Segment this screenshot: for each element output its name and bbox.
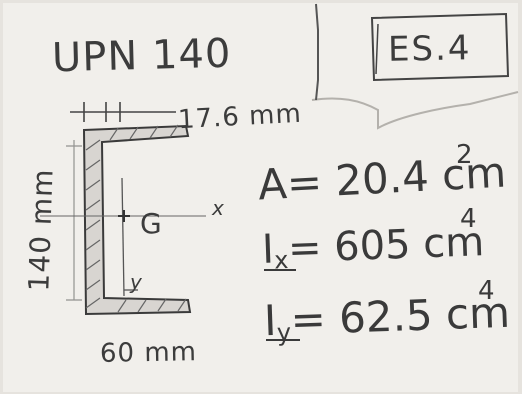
paper-sheet bbox=[3, 3, 518, 392]
area-symbol: A bbox=[256, 159, 289, 210]
inertia-x-subscript: x bbox=[273, 245, 289, 275]
area-exponent: 2 bbox=[456, 140, 473, 170]
y-axis-label: y bbox=[130, 270, 143, 294]
inertia-y-subscript: y bbox=[276, 318, 292, 347]
inertia-x-symbol: I bbox=[261, 226, 275, 273]
width-label: 60 mm bbox=[99, 337, 198, 369]
channel-web-hatch bbox=[85, 139, 101, 309]
inertia-x-formula: Ix= 605 cm bbox=[261, 219, 485, 275]
exercise-tag: ES.4 bbox=[387, 28, 472, 70]
inertia-x-value: = 605 cm bbox=[287, 219, 485, 272]
centroid-marker bbox=[118, 210, 130, 222]
x-axis-label: x bbox=[212, 196, 225, 220]
section-title: UPN 140 bbox=[51, 30, 232, 82]
inertia-y-formula: Iy= 62.5 cm bbox=[263, 288, 511, 347]
channel-flange-hatch bbox=[109, 124, 187, 313]
torn-edge bbox=[311, 91, 519, 130]
tag-box-inner bbox=[375, 23, 379, 75]
centroid-label: G bbox=[140, 207, 163, 240]
title-divider bbox=[315, 3, 319, 101]
left-dimension-line bbox=[66, 140, 82, 301]
y-axis-line bbox=[121, 177, 125, 297]
flange-thickness-label: 17.6 mm bbox=[177, 98, 303, 136]
inertia-y-exponent: 4 bbox=[478, 276, 495, 306]
height-label: 140 mm bbox=[22, 167, 60, 292]
tag-box bbox=[370, 12, 510, 82]
channel-outline bbox=[82, 124, 192, 316]
top-dimension-marks bbox=[70, 102, 176, 122]
inertia-x-exponent: 4 bbox=[460, 204, 477, 234]
